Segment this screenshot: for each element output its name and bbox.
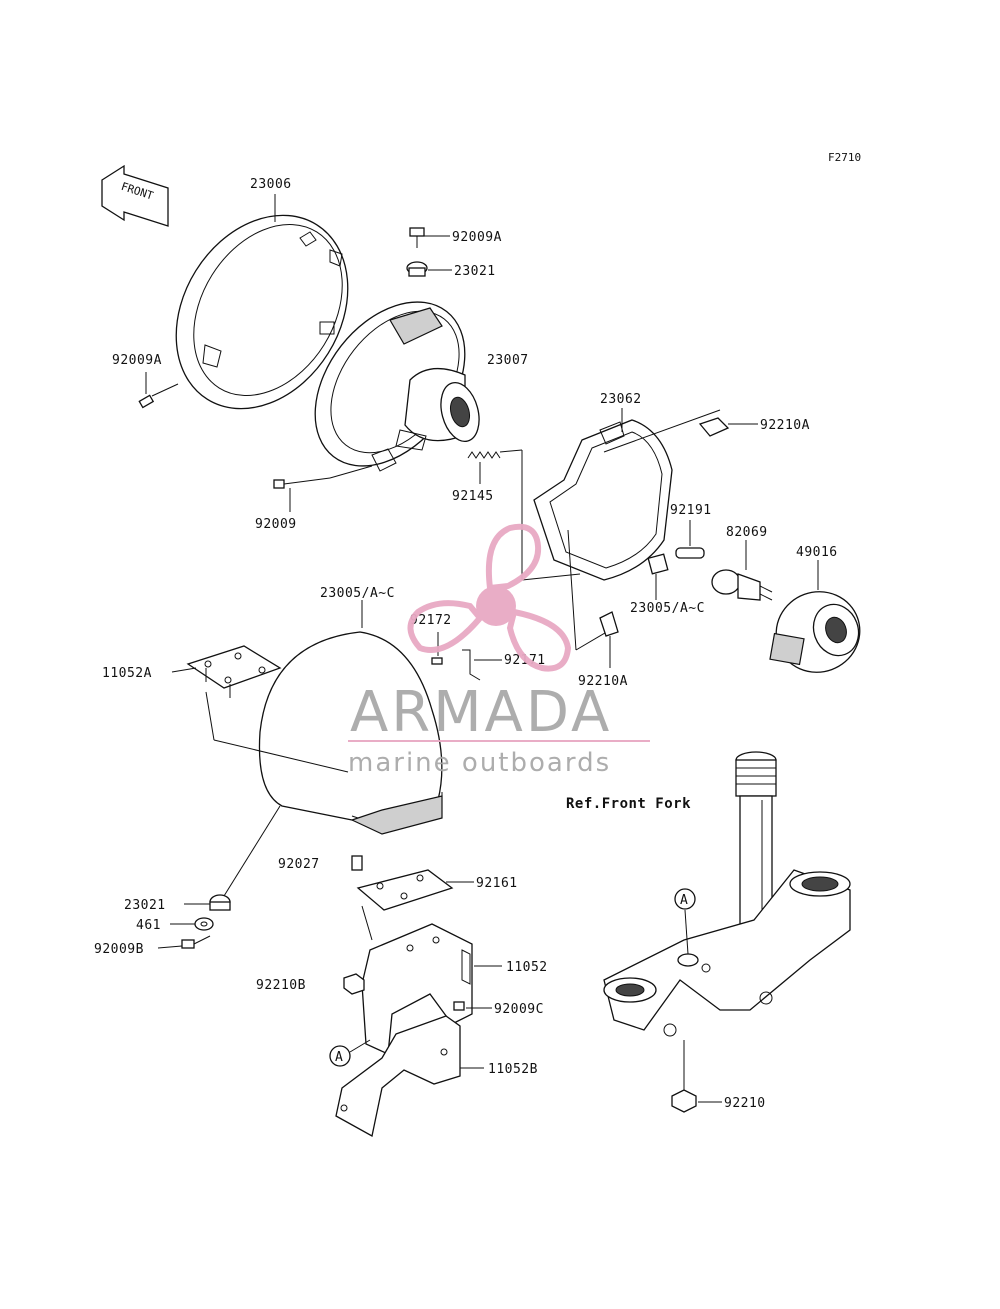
svg-text:A: A — [335, 1050, 343, 1065]
screw-92009b — [181, 935, 211, 949]
damper-plate-92161 — [351, 855, 454, 911]
spring-92145 — [467, 451, 501, 459]
label-23007: 23007 — [487, 353, 529, 368]
clip-92171 — [462, 649, 481, 681]
front-direction-arrow: FRONT — [101, 164, 169, 227]
label-461: 461 — [136, 918, 161, 933]
screw-92009 — [273, 477, 331, 489]
label-11052a: 11052A — [102, 666, 152, 681]
svg-text:A: A — [680, 893, 688, 908]
reference-note-front-fork: Ref.Front Fork — [566, 796, 691, 812]
label-92210b: 92210B — [256, 978, 306, 993]
label-23021-bottom: 23021 — [124, 898, 166, 913]
label-92145: 92145 — [452, 489, 494, 504]
label-23062: 23062 — [600, 392, 642, 407]
screw-92009a-left — [138, 383, 179, 409]
label-92210a-bottom: 92210A — [578, 674, 628, 689]
reference-marker-a-right: A — [674, 888, 696, 910]
nut-92210a-top — [698, 417, 730, 437]
nut-92210 — [671, 1089, 697, 1113]
label-92191: 92191 — [670, 503, 712, 518]
label-92210: 92210 — [724, 1096, 766, 1111]
label-49016: 49016 — [796, 545, 838, 560]
reference-marker-a-left: A — [329, 1045, 351, 1067]
label-23005: 23005/A~C — [320, 586, 395, 601]
screw-92009a-top — [409, 227, 425, 248]
washer-461 — [194, 917, 214, 931]
label-82069: 82069 — [726, 525, 768, 540]
label-11052: 11052 — [506, 960, 548, 975]
label-92161: 92161 — [476, 876, 518, 891]
label-92009b: 92009B — [94, 942, 144, 957]
armada-watermark: ARMADA marine outboards — [348, 523, 650, 778]
label-92009a-top: 92009A — [452, 230, 502, 245]
headlight-bracket-plate — [533, 419, 673, 581]
bulb-82069 — [711, 569, 773, 601]
label-92027: 92027 — [278, 857, 320, 872]
watermark-tagline: marine outboards — [348, 748, 611, 778]
label-92210a-top: 92210A — [760, 418, 810, 433]
label-23006: 23006 — [250, 177, 292, 192]
headlight-rim-ring — [175, 214, 349, 410]
bracket-11052 — [361, 923, 473, 1055]
bracket-11052b — [335, 1015, 461, 1137]
socket-23020 — [647, 553, 669, 575]
headlight-housing — [314, 301, 480, 472]
label-92172: 92172 — [410, 613, 452, 628]
propeller-logo — [407, 523, 572, 672]
grommet-23021-bottom — [209, 894, 231, 911]
bracket-plate-11052a — [186, 645, 282, 698]
bulb-cover-49016 — [769, 591, 861, 673]
label-23020: 23005/A~C — [630, 601, 705, 616]
label-92009a-left: 92009A — [112, 353, 162, 368]
pin-92191 — [675, 547, 705, 559]
nut-92210a-bottom — [599, 611, 619, 637]
screw-92009c — [453, 1001, 465, 1011]
grommet-23021-top — [406, 261, 428, 277]
label-92009c: 92009C — [494, 1002, 544, 1017]
figure-code: F2710 — [828, 151, 861, 164]
screw-92172 — [431, 657, 443, 665]
lower-triple-clamp — [603, 869, 851, 1037]
label-23021-top: 23021 — [454, 264, 496, 279]
headlight-cowl — [258, 631, 443, 835]
watermark-brand: ARMADA — [350, 680, 612, 745]
nut-92210b — [343, 973, 365, 995]
label-11052b: 11052B — [488, 1062, 538, 1077]
label-92009: 92009 — [255, 517, 297, 532]
